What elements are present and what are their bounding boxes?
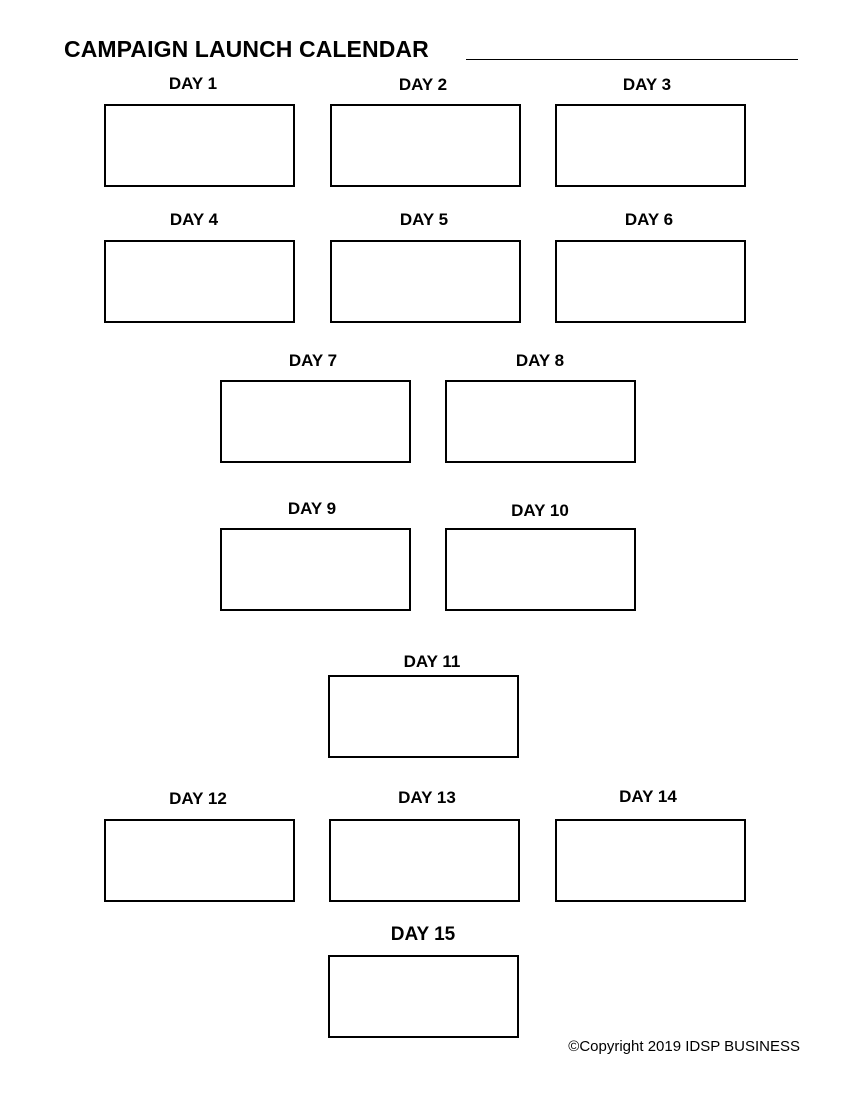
day-3-label: DAY 3 — [622, 75, 672, 94]
day-10-box[interactable] — [445, 528, 636, 611]
day-5-label: DAY 5 — [399, 210, 449, 229]
day-11-box[interactable] — [328, 675, 519, 758]
title-blank-line — [466, 59, 798, 60]
day-14-label: DAY 14 — [619, 787, 677, 806]
day-11-label: DAY 11 — [403, 652, 461, 671]
day-4-box[interactable] — [104, 240, 295, 323]
day-15-box[interactable] — [328, 955, 519, 1038]
day-13-label: DAY 13 — [398, 788, 456, 807]
day-8-label: DAY 8 — [515, 351, 565, 370]
day-4-label: DAY 4 — [169, 210, 219, 229]
day-6-box[interactable] — [555, 240, 746, 323]
day-6-label: DAY 6 — [624, 210, 674, 229]
page-title: CAMPAIGN LAUNCH CALENDAR — [64, 36, 429, 62]
day-15-label: DAY 15 — [390, 924, 456, 945]
day-14-box[interactable] — [555, 819, 746, 902]
day-7-box[interactable] — [220, 380, 411, 463]
day-9-box[interactable] — [220, 528, 411, 611]
day-5-box[interactable] — [330, 240, 521, 323]
day-12-label: DAY 12 — [169, 789, 227, 808]
day-9-label: DAY 9 — [287, 499, 337, 518]
day-7-label: DAY 7 — [288, 351, 338, 370]
day-12-box[interactable] — [104, 819, 295, 902]
day-1-box[interactable] — [104, 104, 295, 187]
day-2-box[interactable] — [330, 104, 521, 187]
day-2-label: DAY 2 — [398, 75, 448, 94]
day-10-label: DAY 10 — [511, 501, 569, 520]
day-1-label: DAY 1 — [168, 74, 218, 93]
day-13-box[interactable] — [329, 819, 520, 902]
copyright-notice: ©Copyright 2019 IDSP BUSINESS — [568, 1038, 800, 1055]
day-3-box[interactable] — [555, 104, 746, 187]
day-8-box[interactable] — [445, 380, 636, 463]
